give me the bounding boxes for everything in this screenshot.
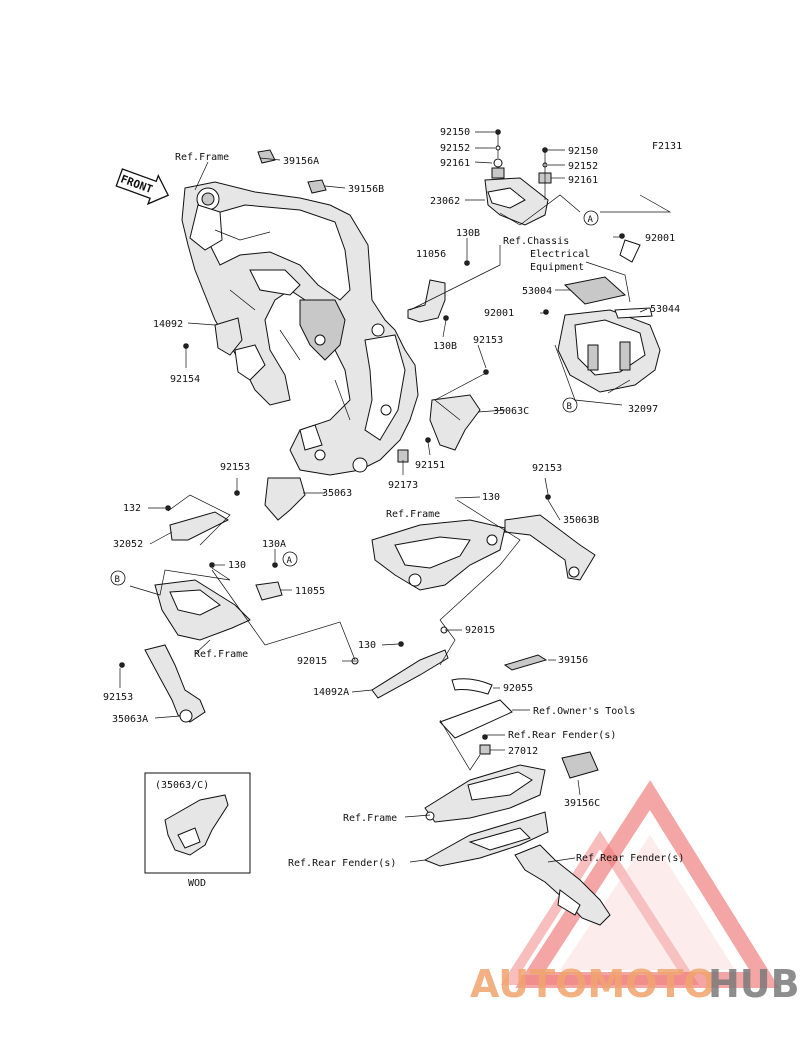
callout-130-c: 130 [358,640,376,651]
bracket-11056-part [407,260,470,323]
bracket-14092A-part [351,626,449,699]
callout-11056: 11056 [416,249,446,260]
bracket-35063C-part [397,369,489,463]
callout-130-a: 130 [482,492,500,503]
bracket-11055-part [209,562,283,601]
callout-ref-chassis-2: Electrical [530,249,590,260]
callout-ref-rear-fender-3: Ref.Rear Fender(s) [576,853,684,864]
callout-130A: 130A [262,539,286,550]
main-frame-part [181,181,419,476]
clip-27012-part [479,734,491,755]
front-arrow-icon: FRONT [115,168,170,206]
callout-92161-a: 92161 [440,158,470,169]
callout-35063: 35063 [322,488,352,499]
pad-39156B-part [307,179,327,194]
reference-marker-a-2: A [282,551,298,567]
callout-92173: 92173 [388,480,418,491]
callout-32052: 32052 [113,539,143,550]
callout-92001-b: 92001 [484,308,514,319]
leader-lines [119,131,672,863]
callout-92015-b: 92015 [297,656,327,667]
rear-fender-bracket-part [514,844,611,926]
pad-39156A-part [257,149,276,164]
callout-92015-a: 92015 [465,625,495,636]
callout-92161-b: 92161 [568,175,598,186]
callout-ref-chassis-3: Equipment [530,262,584,273]
svg-text:B: B [115,575,120,585]
callout-labels: Ref.Frame 39156A 39156B 92150 92152 9216… [103,127,684,869]
callout-130B-b: 130B [433,341,457,352]
inset-caption: WOD [188,878,206,889]
inset-title: (35063/C) [155,780,209,791]
callout-92150-b: 92150 [568,146,598,157]
sub-frame-part [371,519,506,591]
svg-text:AUTOMOTO: AUTOMOTO [470,962,716,1006]
callout-ref-rear-fender-1: Ref.Rear Fender(s) [508,730,616,741]
callout-14092: 14092 [153,319,183,330]
bracket-35063-part [234,477,306,521]
callout-92055: 92055 [503,683,533,694]
callout-92150-a: 92150 [440,127,470,138]
callout-35063B: 35063B [563,515,599,526]
reference-marker-b-1: B [562,397,578,413]
callout-132: 132 [123,503,141,514]
svg-text:B: B [567,402,572,412]
callout-39156A: 39156A [283,156,319,167]
callout-ref-owners-tools: Ref.Owner's Tools [533,706,635,717]
callout-53044: 53044 [650,304,680,315]
footrest-bracket-35063B-part [504,494,596,581]
callout-ref-frame-left: Ref.Frame [194,649,248,660]
callout-92152-b: 92152 [568,161,598,172]
pad-39156-part [503,654,548,671]
callout-ref-rear-fender-2: Ref.Rear Fender(s) [288,858,396,869]
reference-marker-a-1: A [583,210,599,226]
callout-14092A: 14092A [313,687,349,698]
callout-92153-a: 92153 [473,335,503,346]
svg-text:A: A [287,556,293,566]
callout-39156: 39156 [558,655,588,666]
bracket-14092-part [183,317,243,356]
inset-box [144,772,251,874]
callout-27012: 27012 [508,746,538,757]
rear-frame-assembly-part [424,764,546,823]
callout-32097: 32097 [628,404,658,415]
callout-ref-frame-mid: Ref.Frame [386,509,440,520]
callout-ref-frame-top: Ref.Frame [175,152,229,163]
callout-130B-a: 130B [456,228,480,239]
svg-text:A: A [588,215,594,225]
watermark-logo [500,780,780,988]
callout-11055: 11055 [295,586,325,597]
owners-tools-part [439,699,513,739]
bracket-23062-part [484,129,552,226]
callout-35063A: 35063A [112,714,148,725]
callout-92153-c: 92153 [532,463,562,474]
plate-32052-part [165,505,230,541]
footrest-bracket-35063A-part [119,579,251,723]
watermark-text: AUTOMOTO HUB [470,962,800,1006]
callout-92151: 92151 [415,460,445,471]
reference-marker-b-2: B [110,570,126,586]
battery-case-32097-part [543,233,661,393]
callout-23062: 23062 [430,196,460,207]
callout-39156C: 39156C [564,798,600,809]
callout-53004: 53004 [522,286,552,297]
callout-ref-chassis-1: Ref.Chassis [503,236,569,247]
callout-92154: 92154 [170,374,200,385]
callout-92001-a: 92001 [645,233,675,244]
svg-text:HUB: HUB [708,962,800,1006]
callout-ref-frame-bottom: Ref.Frame [343,813,397,824]
strap-92055-part [451,678,493,695]
figure-code: F2131 [652,141,682,152]
callout-39156B: 39156B [348,184,384,195]
callout-35063C: 35063C [493,406,529,417]
callout-92153-d: 92153 [103,692,133,703]
pad-39156C-part [561,751,599,779]
callout-130-b: 130 [228,560,246,571]
rear-fender-part [423,811,549,867]
callout-92153-b: 92153 [220,462,250,473]
callout-92152-a: 92152 [440,143,470,154]
